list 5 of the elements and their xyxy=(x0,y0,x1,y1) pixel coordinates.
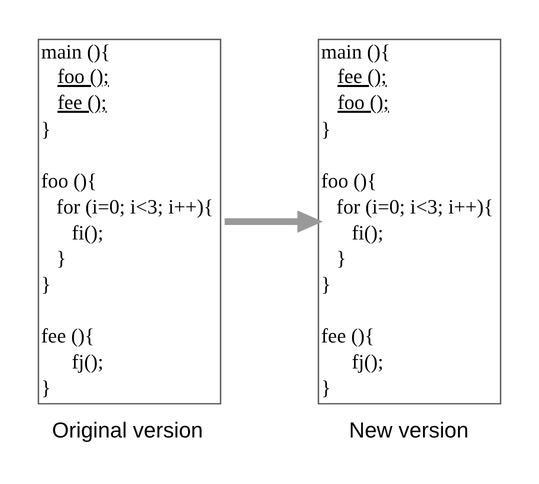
arrow xyxy=(224,210,323,233)
node-box: main (){ fee (); foo (); } foo (){ for (i=0; i<3; i++){ fi(); } } fee (){ fj(); } xyxy=(318,38,502,404)
node-label: New version xyxy=(349,417,469,442)
node-box: main (){ foo (); fee (); } foo (){ for (i=0; i<3; i++){ fi(); } } fee (){ fj(); } xyxy=(38,38,222,404)
node-label: Original version xyxy=(52,417,204,442)
